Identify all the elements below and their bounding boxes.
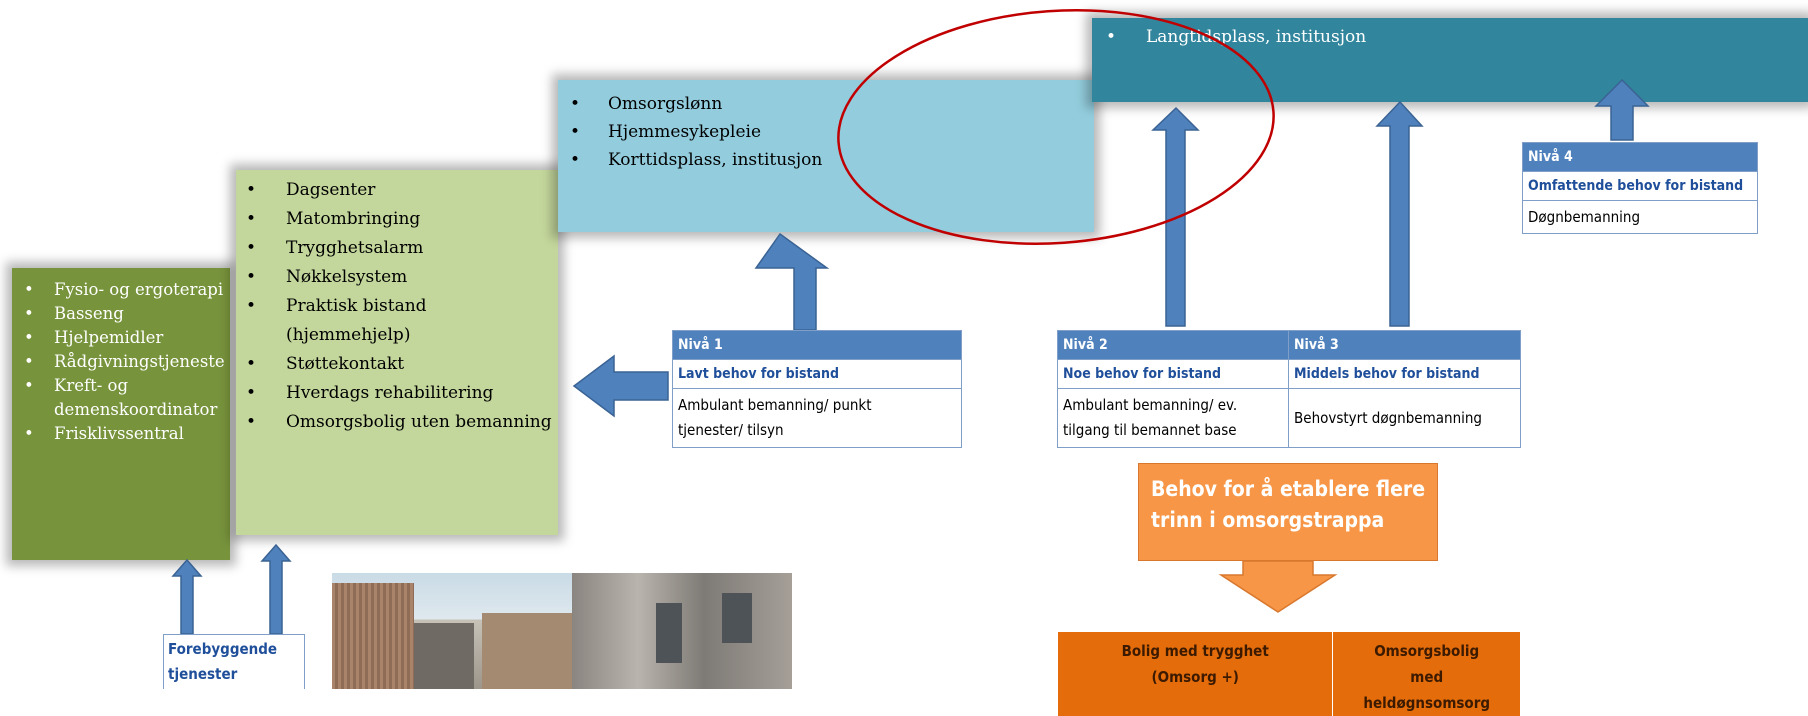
building-photo xyxy=(332,573,792,689)
callout-box: Behov for å etablere flere trinn i omsor… xyxy=(1138,463,1438,561)
list-item: Omsorgsbolig uten bemanning xyxy=(242,408,554,437)
list-item: Kreft- og demenskoordinator xyxy=(20,374,226,422)
list-item: Støttekontakt xyxy=(242,350,554,379)
list-item: Hjemmesykepleie xyxy=(566,118,1090,146)
down-arrow-icon xyxy=(1218,560,1338,613)
box-preventive-services: Fysio- og ergoterapi Basseng Hjelpemidle… xyxy=(12,268,230,560)
list-item: Matombringing xyxy=(242,205,554,234)
highlight-ellipse xyxy=(837,9,1275,245)
level1-table: Nivå 1 Lavt behov for bistand Ambulant b… xyxy=(672,330,962,448)
level1-title: Nivå 1 xyxy=(672,330,962,360)
level2-3-table: Nivå 2 Nivå 3 Noe behov for bistand Midd… xyxy=(1057,330,1521,448)
list-item: Korttidsplass, institusjon xyxy=(566,146,1090,174)
preventive-label-box: Forebyggende tjenester xyxy=(163,634,305,689)
level3-description: Behovstyrt døgnbemanning xyxy=(1288,388,1521,448)
level4-title: Nivå 4 xyxy=(1522,142,1758,172)
list-item: Trygghetsalarm xyxy=(242,234,554,263)
callout-text: Behov for å etablere flere trinn i omsor… xyxy=(1151,477,1426,532)
list-item: Hverdags rehabilitering xyxy=(242,379,554,408)
level2-subtitle: Noe behov for bistand xyxy=(1057,359,1289,389)
level2-title: Nivå 2 xyxy=(1057,330,1289,360)
level2-description: Ambulant bemanning/ ev. tilgang til bema… xyxy=(1057,388,1289,448)
box-long-term-services: Langtidsplass, institusjon xyxy=(1092,18,1808,102)
up-arrow-icon xyxy=(1594,78,1650,141)
left-arrow-icon xyxy=(572,354,669,418)
box-level1-services: Omsorgslønn Hjemmesykepleie Korttidsplas… xyxy=(558,80,1094,232)
level4-subtitle: Omfattende behov for bistand xyxy=(1522,171,1758,201)
list-item: Nøkkelsystem xyxy=(242,263,554,292)
level4-table: Nivå 4 Omfattende behov for bistand Døgn… xyxy=(1522,142,1758,234)
list-item: Frisklivssentral xyxy=(20,422,226,446)
callout-arrow-layer xyxy=(1218,560,1338,613)
housing-table: Bolig med trygghet (Omsorg +) Omsorgsbol… xyxy=(1058,632,1520,716)
list-item: Basseng xyxy=(20,302,226,326)
housing-cell: Bolig med trygghet (Omsorg +) xyxy=(1058,632,1334,716)
preventive-label: Forebyggende tjenester xyxy=(168,640,278,683)
up-arrow-icon xyxy=(1375,100,1424,327)
box-basic-services: Dagsenter Matombringing Trygghetsalarm N… xyxy=(236,170,558,535)
level1-description: Ambulant bemanning/ punkt tjenester/ til… xyxy=(672,388,962,448)
list-item: Dagsenter xyxy=(242,176,554,205)
level4-description: Døgnbemanning xyxy=(1522,200,1758,234)
level3-title: Nivå 3 xyxy=(1288,330,1521,360)
list-item: Fysio- og ergoterapi xyxy=(20,278,226,302)
list-item: Praktisk bistand (hjemmehjelp) xyxy=(242,292,554,350)
arrows-layer xyxy=(171,9,1650,635)
list-item: Omsorgslønn xyxy=(566,90,1090,118)
list-item: Rådgivningstjeneste xyxy=(20,350,226,374)
list-item: Hjelpemidler xyxy=(20,326,226,350)
housing-cell: Omsorgsbolig med heldøgnsomsorg xyxy=(1332,632,1520,716)
